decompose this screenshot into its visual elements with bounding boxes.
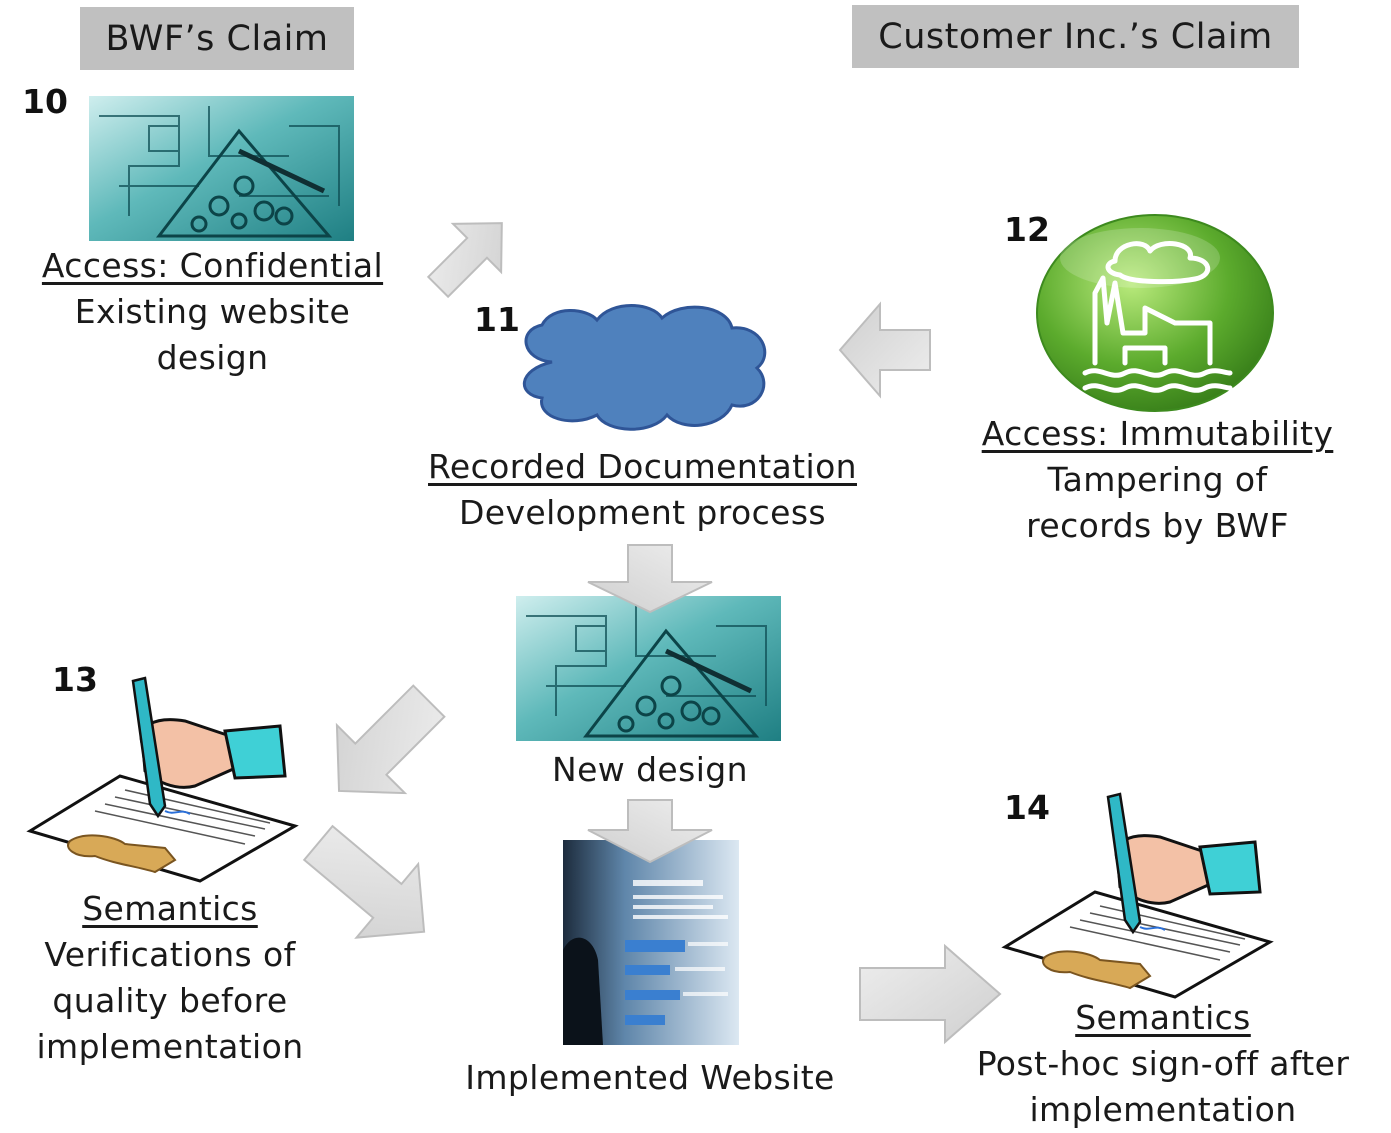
node-number-11: 11: [474, 300, 520, 339]
node-13-caption: Semantics Verifications of quality befor…: [0, 886, 340, 1070]
arrow-13-to-website: [302, 824, 426, 939]
node-10-desc-line-1: Existing website: [74, 292, 351, 331]
arrow-11-to-new-design: [587, 544, 713, 614]
arrow-new-design-to-13: [335, 684, 446, 795]
node-12-title: Access: Immutability: [981, 414, 1334, 453]
node-11-desc-line-1: Development process: [458, 493, 827, 532]
node-14-desc-line-1: Post-hoc sign-off after: [976, 1044, 1350, 1083]
new-design-label: New design: [552, 750, 748, 789]
signing-hand-icon: [1001, 792, 1274, 999]
node-12-desc-line-1: Tampering of: [1047, 460, 1268, 499]
node-13-desc-line-3: implementation: [36, 1027, 304, 1066]
blueprint-image: [89, 96, 354, 241]
node-11-caption: Recorded Documentation Development proce…: [360, 444, 925, 536]
implemented-website-caption: Implemented Website: [420, 1055, 880, 1101]
node-number-14: 14: [1004, 788, 1050, 827]
arrow-new-design-to-website: [587, 799, 713, 864]
node-14-caption: Semantics Post-hoc sign-off after implem…: [940, 995, 1386, 1133]
node-12-desc-line-2: records by BWF: [1026, 506, 1289, 545]
new-design-caption: New design: [450, 747, 850, 793]
node-13-desc-line-2: quality before: [52, 981, 288, 1020]
customer-claim-header: Customer Inc.’s Claim: [852, 5, 1299, 68]
node-number-13: 13: [52, 660, 98, 699]
factory-green-icon: [1036, 214, 1274, 412]
implemented-website-label: Implemented Website: [465, 1058, 835, 1097]
website-screen-image: [563, 840, 739, 1045]
node-14-desc-line-2: implementation: [1029, 1090, 1297, 1129]
node-number-10: 10: [22, 82, 68, 121]
node-13-title: Semantics: [82, 889, 258, 928]
node-12-caption: Access: Immutability Tampering of record…: [935, 411, 1380, 549]
arrow-website-to-14: [859, 943, 1002, 1045]
node-13-desc-line-1: Verifications of: [44, 935, 296, 974]
node-number-12: 12: [1004, 210, 1050, 249]
node-10-desc-line-2: design: [156, 338, 269, 377]
blueprint-image: [516, 596, 781, 741]
node-10-caption: Access: Confidential Existing website de…: [0, 243, 425, 381]
bwf-claim-header: BWF’s Claim: [80, 7, 354, 70]
node-10-title: Access: Confidential: [41, 246, 384, 285]
arrow-12-to-11: [838, 301, 931, 399]
node-11-title: Recorded Documentation: [428, 447, 857, 486]
signing-hand-icon: [26, 676, 299, 883]
node-14-title: Semantics: [1075, 998, 1251, 1037]
cloud-shape: [523, 304, 767, 431]
arrow-10-to-11: [426, 222, 503, 299]
